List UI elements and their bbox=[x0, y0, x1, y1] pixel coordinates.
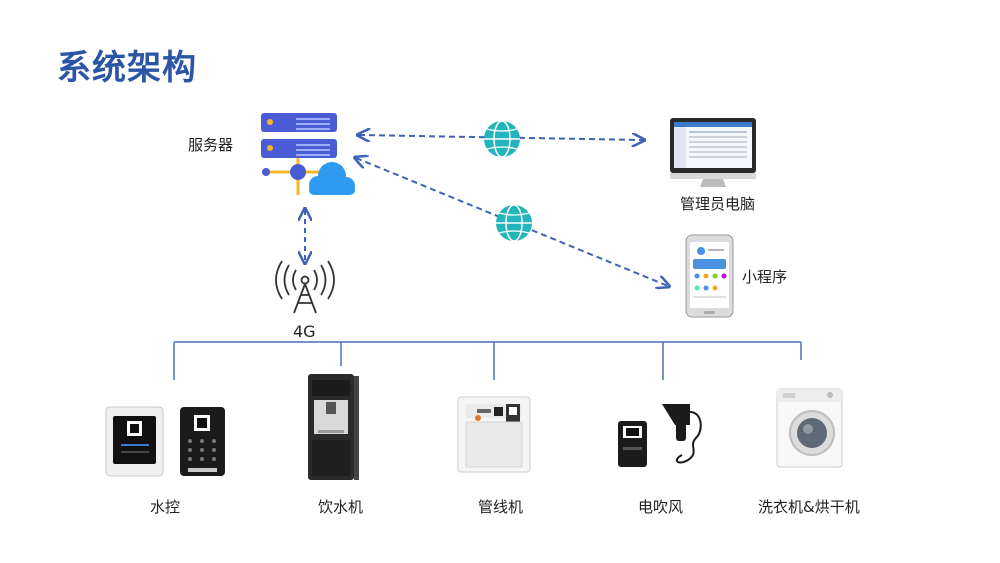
water-control-device-icon bbox=[105, 406, 225, 477]
monitor-icon bbox=[670, 118, 756, 187]
device-label: 电吹风 bbox=[638, 498, 684, 516]
miniprogram-label: 小程序 bbox=[742, 268, 788, 286]
device-label: 管线机 bbox=[478, 498, 524, 516]
water-dispenser-icon bbox=[308, 374, 359, 480]
phone-icon bbox=[685, 234, 734, 318]
server-icon bbox=[261, 113, 355, 195]
device-label: 饮水机 bbox=[318, 498, 364, 516]
device-label: 洗衣机&烘干机 bbox=[758, 498, 860, 516]
server-label: 服务器 bbox=[188, 136, 234, 154]
network-label: 4G bbox=[293, 322, 316, 341]
signal-tower-icon bbox=[275, 260, 335, 314]
admin-pc-label: 管理员电脑 bbox=[680, 195, 756, 213]
distribution-bracket bbox=[173, 341, 802, 380]
washing-machine-icon bbox=[776, 388, 843, 468]
device-label: 水控 bbox=[150, 498, 181, 516]
hair-dryer-icon bbox=[618, 404, 702, 467]
globe-icon bbox=[484, 120, 520, 158]
pipeline-machine-icon bbox=[457, 396, 531, 473]
page-title: 系统架构 bbox=[57, 48, 197, 88]
cloud-icon bbox=[309, 162, 355, 195]
globe-icon bbox=[496, 204, 532, 242]
